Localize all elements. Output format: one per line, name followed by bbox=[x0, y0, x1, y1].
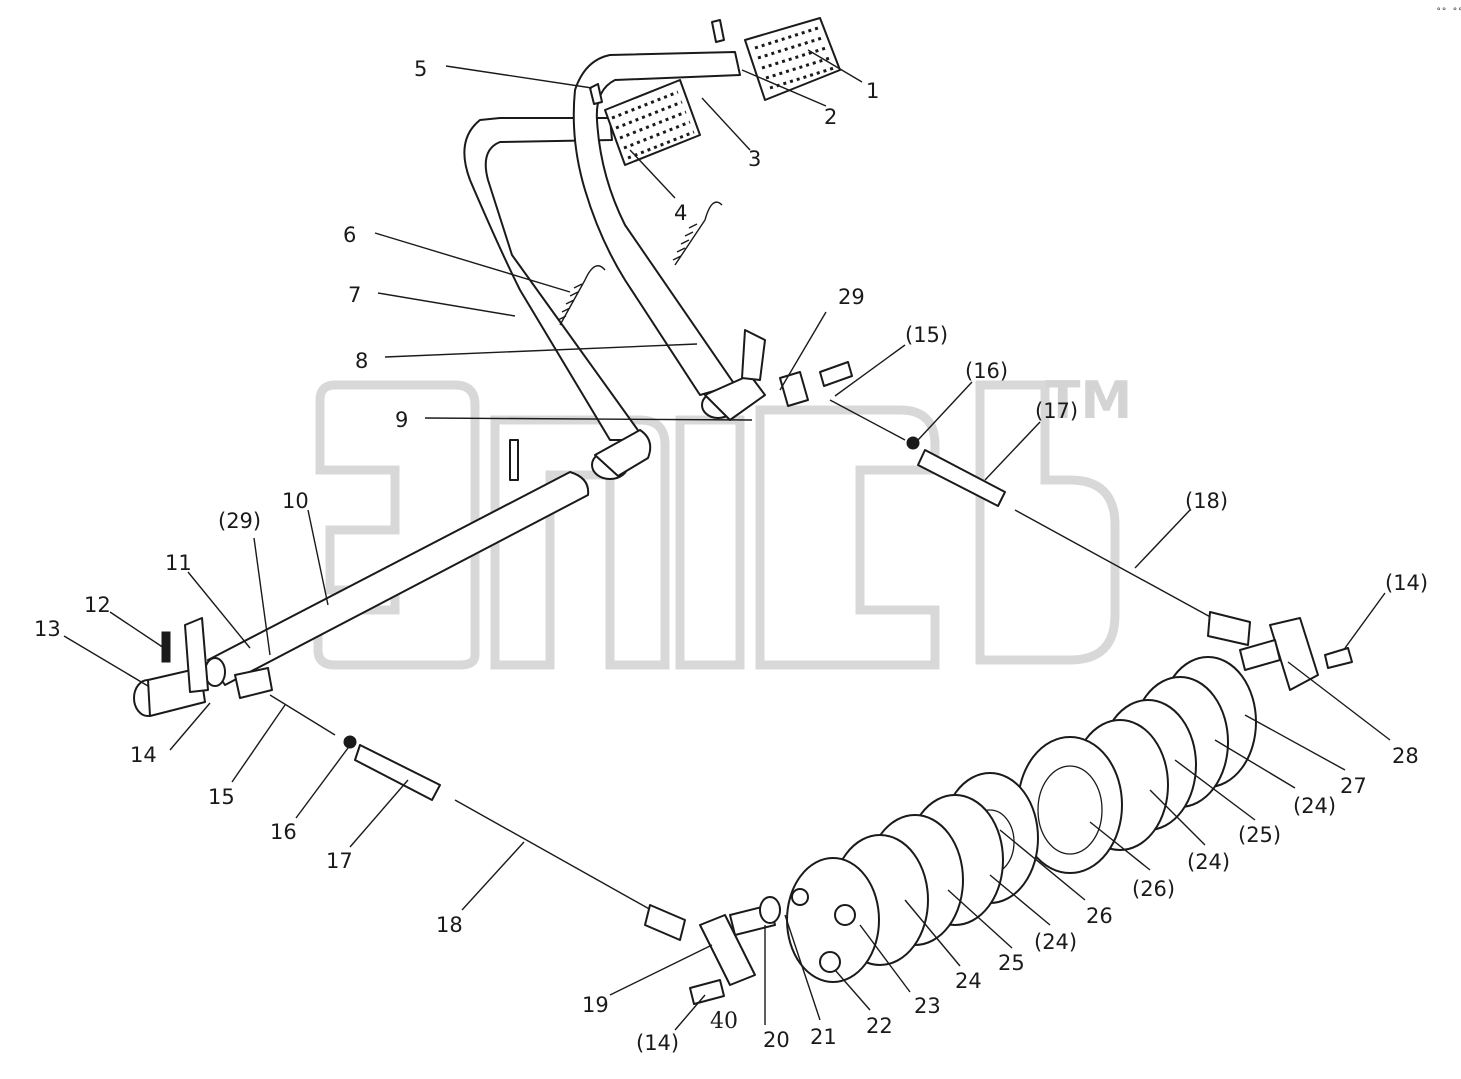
pedal-frame bbox=[463, 17, 841, 480]
nut-icon bbox=[343, 735, 357, 749]
callout-29: 29 bbox=[838, 285, 865, 309]
callout-paren-14-right: (14) bbox=[1385, 571, 1428, 595]
callout-paren-15: (15) bbox=[905, 323, 948, 347]
callout-paren-26: (26) bbox=[1132, 877, 1175, 901]
left-lever-assembly bbox=[133, 617, 273, 717]
callout-27: 27 bbox=[1340, 774, 1367, 798]
callout-paren-24-low: (24) bbox=[1034, 930, 1077, 954]
callout-2: 2 bbox=[824, 105, 837, 129]
callout-12: 12 bbox=[84, 593, 111, 617]
callout-paren-25: (25) bbox=[1238, 823, 1281, 847]
callout-7: 7 bbox=[348, 283, 361, 307]
callout-layer: 1 2 3 4 5 6 7 8 9 10 11 12 13 14 15 16 1 bbox=[34, 49, 1428, 1055]
callout-25: 25 bbox=[998, 951, 1025, 975]
callout-13: 13 bbox=[34, 617, 61, 641]
pedal-pad-right-icon bbox=[744, 17, 841, 101]
right-linkage bbox=[779, 361, 1353, 691]
callout-10: 10 bbox=[282, 489, 309, 513]
callout-14: 14 bbox=[130, 743, 157, 767]
callout-3: 3 bbox=[748, 147, 761, 171]
callout-5: 5 bbox=[414, 57, 427, 81]
cross-shaft bbox=[204, 439, 590, 687]
callout-21: 21 bbox=[810, 1025, 837, 1049]
corner-mark: °° °°° bbox=[1436, 7, 1461, 17]
callout-15: 15 bbox=[208, 785, 235, 809]
callout-19: 19 bbox=[582, 993, 609, 1017]
callout-11: 11 bbox=[165, 551, 192, 575]
callout-23: 23 bbox=[914, 994, 941, 1018]
callout-20: 20 bbox=[763, 1028, 790, 1052]
callout-24: 24 bbox=[955, 969, 982, 993]
nut-icon-right bbox=[906, 436, 920, 450]
callout-9: 9 bbox=[395, 408, 408, 432]
callout-paren-24-high: (24) bbox=[1293, 794, 1336, 818]
callout-28: 28 bbox=[1392, 744, 1419, 768]
callout-paren-16: (16) bbox=[965, 359, 1008, 383]
callout-22: 22 bbox=[866, 1014, 893, 1038]
callout-paren-18: (18) bbox=[1185, 489, 1228, 513]
left-linkage bbox=[269, 694, 776, 1005]
return-spring-left-icon bbox=[557, 265, 606, 326]
callout-4: 4 bbox=[674, 201, 687, 225]
callout-1: 1 bbox=[866, 79, 879, 103]
callout-paren-24-mid: (24) bbox=[1187, 850, 1230, 874]
callout-18: 18 bbox=[436, 913, 463, 937]
callout-paren-29: (29) bbox=[218, 509, 261, 533]
callout-6: 6 bbox=[343, 223, 356, 247]
callout-16: 16 bbox=[270, 820, 297, 844]
pedal-pad-left-icon bbox=[604, 79, 701, 166]
callout-8: 8 bbox=[355, 349, 368, 373]
return-spring-right-icon bbox=[672, 201, 723, 266]
figure-mark: 40 bbox=[710, 1009, 738, 1034]
trademark-mark: TM bbox=[1045, 371, 1132, 431]
disc-stack bbox=[759, 656, 1257, 983]
callout-26: 26 bbox=[1086, 904, 1113, 928]
callout-paren-14-left: (14) bbox=[636, 1031, 679, 1055]
callout-paren-17: (17) bbox=[1035, 399, 1078, 423]
callout-17: 17 bbox=[326, 849, 353, 873]
